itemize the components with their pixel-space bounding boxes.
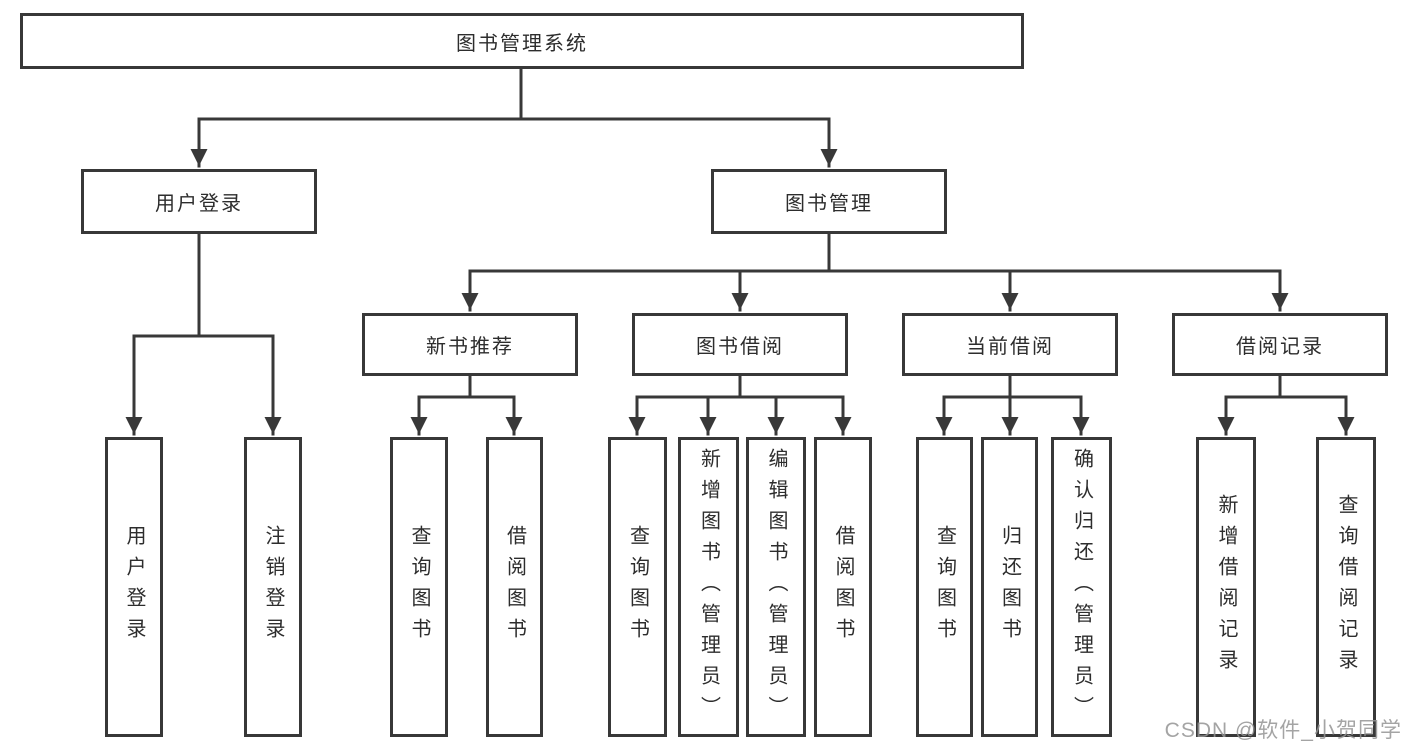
node-query-books-borrowing: 查询图书 xyxy=(608,437,667,737)
node-borrow-books-borrowing: 借阅图书 xyxy=(814,437,872,737)
node-label: 归还图书 xyxy=(998,525,1021,649)
node-label: 查询图书 xyxy=(933,525,956,649)
node-library-management-system: 图书管理系统 xyxy=(20,13,1024,69)
edge-book-borrowing-trunk xyxy=(635,374,845,399)
node-logout-leaf: 注销登录 xyxy=(244,437,302,737)
node-label: 用户登录 xyxy=(155,193,243,215)
node-label: 图书管理系统 xyxy=(456,32,588,55)
node-current-borrowing: 当前借阅 xyxy=(902,313,1118,376)
node-query-borrow-record: 查询借阅记录 xyxy=(1316,437,1376,737)
node-label: 新增借阅记录 xyxy=(1215,494,1237,680)
edge-current-borrowing-trunk xyxy=(942,374,1083,399)
node-query-books-recommend: 查询图书 xyxy=(390,437,448,737)
node-label: 新书推荐 xyxy=(426,336,514,358)
node-label: 图书管理 xyxy=(785,193,873,215)
node-edit-books-admin: 编辑图书（管理员） xyxy=(746,437,806,737)
node-label: 当前借阅 xyxy=(966,336,1054,358)
node-label: 借阅记录 xyxy=(1236,336,1324,358)
node-user-login-leaf: 用户登录 xyxy=(105,437,163,737)
node-label: 借阅图书 xyxy=(503,525,526,649)
edge-book-management-trunk xyxy=(468,232,1282,273)
node-label: 查询图书 xyxy=(408,525,430,649)
node-add-borrow-record: 新增借阅记录 xyxy=(1196,437,1256,737)
node-confirm-return-admin: 确认归还（管理员） xyxy=(1051,437,1112,737)
node-label: 查询图书 xyxy=(626,525,649,649)
edge-borrowing-records-trunk xyxy=(1224,374,1348,399)
edge-new-book-trunk xyxy=(417,374,516,399)
node-user-login: 用户登录 xyxy=(81,169,317,234)
watermark: CSDN @软件_小贺同学 xyxy=(1164,719,1402,742)
node-label: 确认归还（管理员） xyxy=(1070,447,1093,727)
node-borrow-books-recommend: 借阅图书 xyxy=(486,437,543,737)
node-book-management: 图书管理 xyxy=(711,169,947,234)
node-label: 编辑图书（管理员） xyxy=(765,447,787,727)
node-query-books-current: 查询图书 xyxy=(916,437,973,737)
node-label: 新增图书（管理员） xyxy=(697,447,720,727)
node-new-book-recommendation: 新书推荐 xyxy=(362,313,578,376)
node-label: 用户登录 xyxy=(123,525,145,649)
edge-user-login-trunk xyxy=(132,232,275,338)
edge-root-trunk xyxy=(197,67,831,121)
node-book-borrowing: 图书借阅 xyxy=(632,313,848,376)
node-label: 图书借阅 xyxy=(696,336,784,358)
node-borrowing-records: 借阅记录 xyxy=(1172,313,1388,376)
node-label: 借阅图书 xyxy=(832,525,854,649)
node-label: 查询借阅记录 xyxy=(1335,494,1357,680)
node-label: 注销登录 xyxy=(262,525,284,649)
node-add-books-admin: 新增图书（管理员） xyxy=(678,437,739,737)
node-return-books: 归还图书 xyxy=(981,437,1038,737)
